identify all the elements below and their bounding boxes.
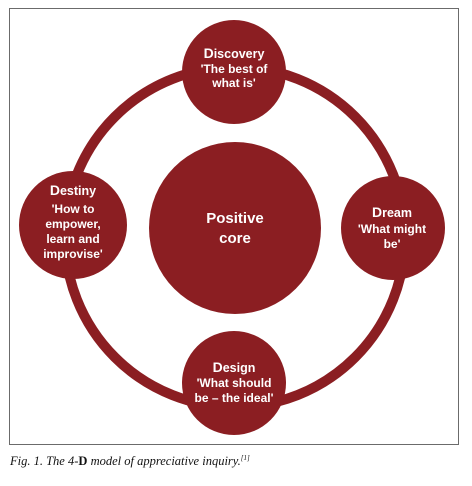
dream-title: Dream <box>372 204 412 220</box>
4d-model-diagram: Positive core Discovery 'The best of wha… <box>19 20 445 435</box>
node-dream: Dream 'What might be' <box>341 176 445 280</box>
dream-circle <box>341 176 445 280</box>
caption-ref: [1] <box>240 454 250 462</box>
discovery-line1: 'The best of <box>201 62 269 76</box>
figure-caption: Fig. 1. The 4-D model of appreciative in… <box>10 454 250 469</box>
destiny-title: Destiny <box>50 182 96 198</box>
destiny-line3: learn and <box>46 232 99 246</box>
discovery-circle <box>182 20 286 124</box>
core-label-line2: core <box>219 230 251 247</box>
discovery-title: Discovery <box>204 45 265 61</box>
design-title: Design <box>213 359 256 375</box>
design-line2: be – the ideal' <box>195 391 274 405</box>
node-destiny: Destiny 'How to empower, learn and impro… <box>19 171 127 279</box>
destiny-line2: empower, <box>45 217 100 231</box>
design-circle <box>182 331 286 435</box>
caption-bold: D <box>78 454 88 469</box>
core-circle <box>149 142 321 314</box>
discovery-line2: what is' <box>211 76 256 90</box>
caption-suffix: model of appreciative inquiry. <box>87 454 241 469</box>
destiny-circle <box>19 171 127 279</box>
core-label-line1: Positive <box>206 210 264 227</box>
node-discovery: Discovery 'The best of what is' <box>182 20 286 124</box>
design-line1: 'What should <box>197 376 272 390</box>
node-design: Design 'What should be – the ideal' <box>182 331 286 435</box>
caption-prefix: Fig. 1. The 4- <box>10 454 79 469</box>
destiny-line1: 'How to <box>52 202 95 216</box>
destiny-line4: improvise' <box>43 247 103 261</box>
dream-line1: 'What might <box>358 222 426 236</box>
dream-line2: be' <box>384 237 401 251</box>
